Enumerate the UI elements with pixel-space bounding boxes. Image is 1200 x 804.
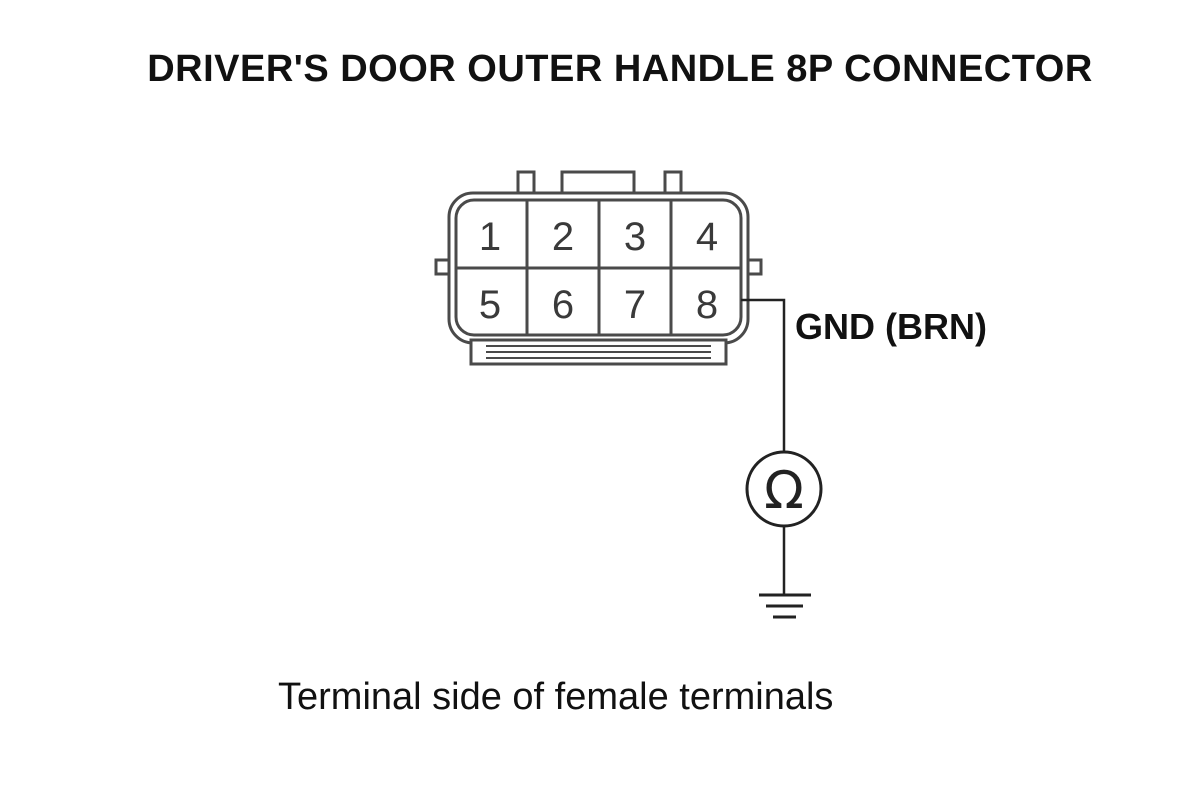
diagram-title: DRIVER'S DOOR OUTER HANDLE 8P CONNECTOR [147,48,1093,90]
view-caption: Terminal side of female terminals [278,676,834,718]
ground-icon [759,593,811,619]
pin-4-label: 4 [696,215,718,259]
pin-7-label: 7 [624,283,646,327]
pin-6-label: 6 [552,283,574,327]
pin-8-label: 8 [696,283,718,327]
connector-8p [434,170,763,366]
connector-latch [560,170,636,196]
ohmmeter-icon: Ω [745,450,823,528]
connector-tab-right [663,170,683,196]
connector-tab-left [516,170,536,196]
probe-wire [741,298,786,452]
pin-labels: 1 2 3 4 5 6 7 8 [479,215,718,327]
pin-1-label: 1 [479,215,501,259]
pin-2-label: 2 [552,215,574,259]
pin-3-label: 3 [624,215,646,259]
ohm-symbol: Ω [764,461,804,521]
wire-label-gnd: GND (BRN) [795,306,987,347]
pin-5-label: 5 [479,283,501,327]
